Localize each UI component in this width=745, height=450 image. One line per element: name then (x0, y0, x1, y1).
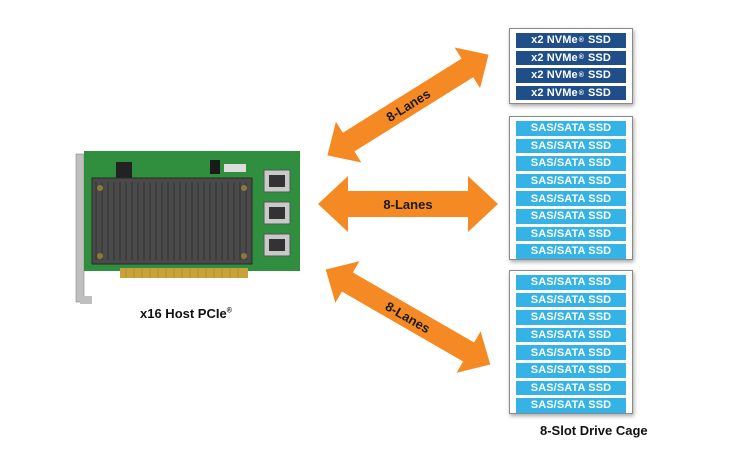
arrow-middle-shape (318, 176, 498, 232)
arrow-top-shape (327, 47, 489, 163)
nvme-slot: x2 NVMe®SSD (516, 85, 626, 101)
drive-cage-label: 8-Slot Drive Cage (540, 423, 648, 438)
sas-slot: SAS/SATA SSD (516, 173, 626, 189)
sas-drive-box-2: SAS/SATA SSD SAS/SATA SSD SAS/SATA SSD S… (509, 270, 633, 414)
nvme-slot: x2 NVMe®SSD (516, 50, 626, 66)
sas-drive-box-1: SAS/SATA SSD SAS/SATA SSD SAS/SATA SSD S… (509, 116, 633, 260)
sas-slot: SAS/SATA SSD (516, 292, 626, 308)
nvme-slot: x2 NVMe®SSD (516, 33, 626, 48)
sas-slot: SAS/SATA SSD (516, 327, 626, 343)
sas-slot: SAS/SATA SSD (516, 121, 626, 136)
arrow-middle-label: 8-Lanes (383, 197, 432, 212)
nvme-drive-box: x2 NVMe®SSD x2 NVMe®SSD x2 NVMe®SSD x2 N… (509, 28, 633, 104)
sas-slot: SAS/SATA SSD (516, 345, 626, 360)
sas-slot: SAS/SATA SSD (516, 244, 626, 259)
sas-slot: SAS/SATA SSD (516, 362, 626, 378)
sas-slot: SAS/SATA SSD (516, 310, 626, 325)
sas-slot: SAS/SATA SSD (516, 208, 626, 224)
sas-slot: SAS/SATA SSD (516, 275, 626, 290)
sas-slot: SAS/SATA SSD (516, 398, 626, 413)
nvme-slot: x2 NVMe®SSD (516, 68, 626, 83)
sas-slot: SAS/SATA SSD (516, 380, 626, 396)
arrow-bottom-shape (325, 261, 491, 373)
sas-slot: SAS/SATA SSD (516, 156, 626, 171)
arrow-middle: 8-Lanes (318, 176, 498, 232)
pcie-card-icon (75, 151, 300, 304)
arrow-top: 8-Lanes (318, 47, 498, 163)
pcie-card-image (74, 148, 304, 308)
host-label-text: x16 Host PCIe (140, 306, 227, 321)
sas-slot: SAS/SATA SSD (516, 226, 626, 242)
sas-slot: SAS/SATA SSD (516, 138, 626, 154)
sas-slot: SAS/SATA SSD (516, 191, 626, 206)
host-label: x16 Host PCIe® (140, 306, 280, 321)
arrow-bottom: 8-Lanes (318, 261, 498, 373)
host-label-mark: ® (226, 307, 232, 315)
